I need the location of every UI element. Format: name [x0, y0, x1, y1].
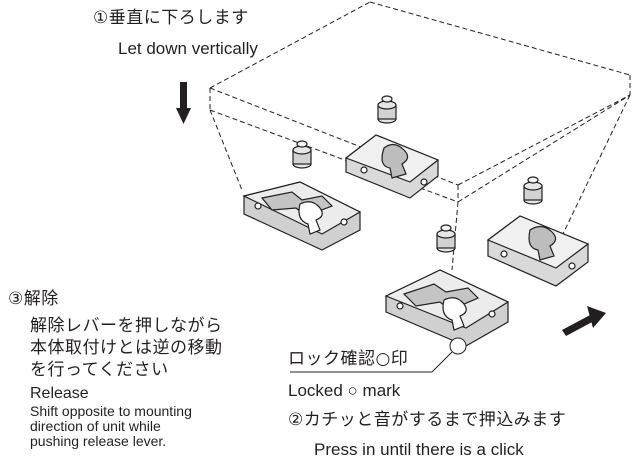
unit-outline — [209, 1, 631, 271]
lock-indicator-circle — [290, 337, 467, 373]
step3-jp-line-2: 本体取付けとは逆の移動 — [30, 338, 223, 358]
press-arrow-icon — [562, 306, 606, 336]
step3-en-line-1: Shift opposite to mounting — [30, 403, 192, 419]
step2-jp-label: ②カチッと音がするまで押込みます — [288, 410, 567, 430]
step3-jp-line-1: 解除レバーを押しながら — [30, 316, 223, 336]
step3-en-line-2: direction of unit while — [30, 418, 161, 434]
step2-en-label: Press in until there is a click — [314, 440, 524, 459]
step3-en-line-3: pushing release lever. — [30, 433, 167, 449]
locked-mark-en-label: Locked ○ mark — [288, 381, 401, 400]
mounting-plate — [344, 134, 440, 199]
locked-mark-jp-label: ロック確認○印 — [288, 349, 409, 369]
step3-en-title: Release — [30, 385, 89, 402]
mounting-plate — [486, 215, 590, 287]
mounting-plate — [242, 181, 362, 251]
locating-pin — [292, 95, 543, 253]
step1-jp-label: ①垂直に下ろします — [93, 8, 249, 28]
step3-jp-title: ③解除 — [8, 289, 59, 309]
step1-en-label: Let down vertically — [118, 39, 258, 58]
mounting-plate — [384, 269, 510, 347]
down-arrow-icon — [176, 82, 191, 124]
step3-jp-line-3: を行ってください — [30, 360, 169, 380]
